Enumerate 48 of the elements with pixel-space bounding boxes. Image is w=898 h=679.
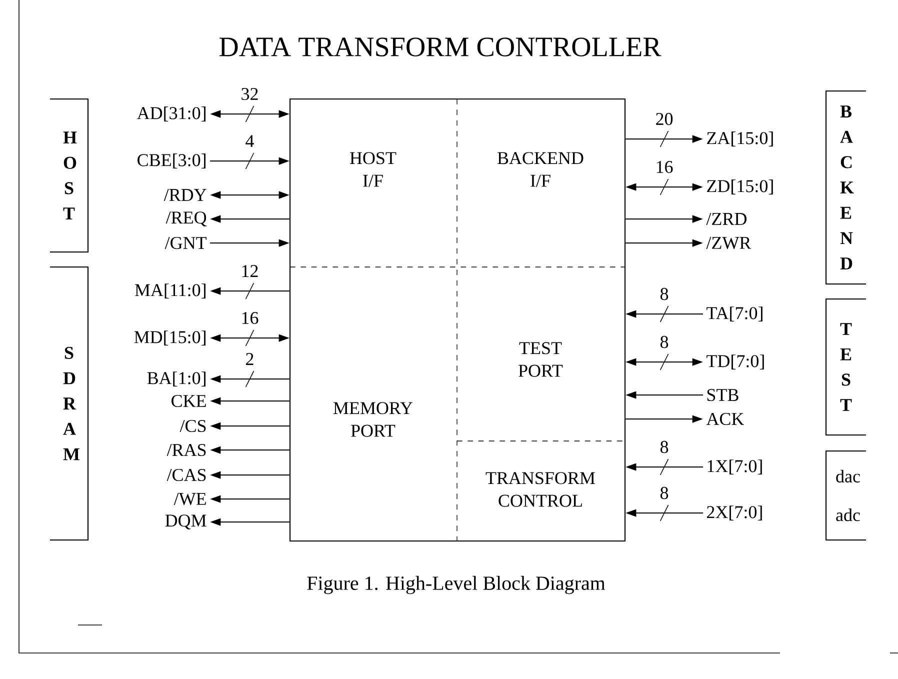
edge-label: 12: [239, 264, 260, 278]
group-bracket: T E S T: [825, 298, 866, 436]
signal-name: TD[7:0]: [706, 354, 764, 370]
signal-name: /CAS: [166, 468, 206, 482]
group-bracket: dac adc: [825, 450, 866, 541]
signal-name: STB: [707, 388, 738, 402]
signal-name: MD[15:0]: [134, 330, 206, 346]
signal-name: /RDY: [164, 188, 206, 202]
chip-box: [289, 98, 626, 542]
group-bracket: H O S T: [50, 98, 89, 253]
signal-name: CBE[3:0]: [138, 154, 206, 168]
signal-name: /WE: [174, 492, 206, 506]
edge-label: 8: [658, 334, 670, 350]
edge-label: 20: [654, 112, 675, 126]
edge-label: 8: [658, 486, 670, 500]
section-label: HOST I/F: [350, 152, 396, 187]
signal-name: MA[11:0]: [135, 284, 206, 298]
group-bracket: S D R A M: [50, 266, 89, 541]
section-label: TEST PORT: [518, 342, 563, 377]
signal-name: /CS: [180, 420, 206, 432]
edge-label: 8: [658, 440, 670, 454]
signal-name: /REQ: [166, 212, 206, 226]
edge-label: 2: [244, 352, 256, 366]
caption: Figure 1. High-Level Block Diagram: [307, 576, 606, 594]
section-label: BACKEND I/F: [498, 152, 584, 187]
signal-name: BA[1:0]: [147, 372, 206, 386]
signal-name: /ZWR: [706, 236, 752, 250]
signal-name: /ZRD: [706, 212, 746, 226]
signal-name: /GNT: [164, 236, 207, 250]
group-bracket: B A C K E N D: [825, 90, 866, 285]
signal-name: DQM: [165, 514, 206, 530]
edge-label: 4: [244, 134, 256, 148]
signal-name: 1X[7:0]: [708, 460, 762, 474]
signal-name: AD[31:0]: [136, 106, 206, 122]
edge-label: 16: [654, 160, 675, 174]
signal-name: /RAS: [166, 444, 206, 456]
edge-label: 8: [658, 286, 670, 302]
edge-label: 32: [239, 86, 260, 102]
section-label: MEMORY PORT: [334, 402, 413, 437]
signal-name: TA[7:0]: [706, 306, 762, 322]
signal-name: ZD[15:0]: [707, 180, 773, 194]
section-label: TRANSFORM CONTROL: [486, 472, 595, 507]
signal-name: 2X[7:0]: [707, 506, 762, 520]
signal-name: ACK: [706, 412, 744, 426]
title: DATA TRANSFORM CONTROLLER: [219, 38, 662, 56]
signal-name: ZA[15:0]: [707, 132, 773, 146]
signal-name: CKE: [172, 394, 206, 408]
edge-label: 16: [239, 310, 260, 326]
